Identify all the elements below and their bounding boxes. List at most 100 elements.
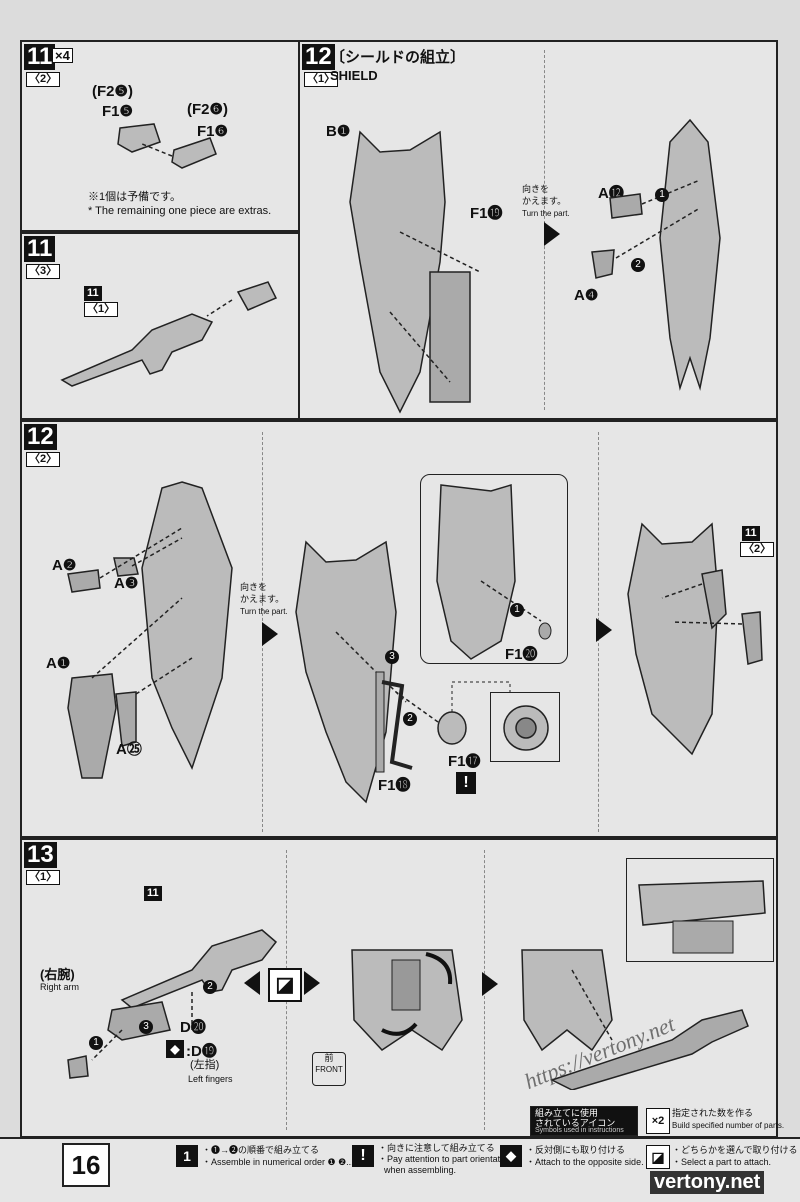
- part-label-f1-18: F1⓲: [378, 777, 411, 794]
- next-arrow-icon: [262, 622, 278, 646]
- part-label-d19: :D⓳: [186, 1043, 217, 1060]
- quantity-note-jp: 指定された数を作る: [672, 1108, 754, 1118]
- part-label-a2: A❷: [52, 557, 77, 574]
- right-arm-label-jp: (右腕): [40, 967, 75, 982]
- backpack-mount-drawing: [351, 949, 463, 1052]
- part-label-f1-5: F1❺: [102, 103, 133, 120]
- turn-note-jp-1: 向きを: [522, 184, 550, 194]
- peg-detail-drawing: [503, 705, 549, 751]
- legend-select-en: ・Select a part to attach.: [672, 1157, 772, 1167]
- reference-substep: 〈1〉: [84, 302, 119, 317]
- attention-icon: !: [456, 772, 476, 794]
- legend-order-jp: ・❶→❷の順番で組み立てる: [202, 1145, 320, 1155]
- next-arrow-icon: [482, 972, 498, 996]
- detail-callout: [626, 858, 774, 962]
- step-order-2-icon: 2: [403, 712, 417, 726]
- opposite-side-icon: ◆: [500, 1145, 522, 1167]
- note-jp: ※1個は予備です。: [88, 191, 182, 203]
- front-label-en: FRONT: [315, 1065, 343, 1074]
- legend-opposite-jp: ・反対側にも取り付ける: [526, 1145, 626, 1155]
- quantity-icon: ×2: [646, 1108, 670, 1134]
- part-label-f1-17: F1⓱: [448, 753, 481, 770]
- step-order-1-icon: 1: [655, 188, 669, 202]
- shield-front-drawing: [67, 481, 233, 779]
- page-number: 16: [62, 1143, 110, 1187]
- quantity-label: ×4: [52, 48, 73, 63]
- numbered-step-icon: 1: [176, 1145, 198, 1167]
- step-order-3-icon: 3: [139, 1020, 153, 1034]
- shield-assembled-drawing: [627, 522, 763, 756]
- step-order-1-icon: 1: [510, 603, 524, 617]
- detail-circle-callout: [490, 692, 560, 762]
- opposite-side-icon: ◆: [166, 1040, 184, 1058]
- next-arrow-icon: [596, 618, 612, 642]
- attention-icon: !: [352, 1145, 374, 1167]
- symbols-legend: 組み立てに使用 されているアイコン Symbols used in instru…: [530, 1106, 638, 1136]
- substep-label: 〈1〉: [304, 72, 339, 87]
- legend-orientation-jp: ・向きに注意して組み立てる: [378, 1143, 495, 1153]
- reference-step-number: 11: [742, 526, 760, 541]
- step-order-3-icon: 3: [385, 650, 399, 664]
- part-label-b1: B❶: [326, 123, 351, 140]
- reference-step-number: 11: [144, 886, 162, 901]
- substep-label: 〈2〉: [26, 72, 61, 87]
- shield-detail-drawing: [436, 484, 552, 660]
- substep-label: 〈1〉: [26, 870, 61, 885]
- step-13-1-panel: 13 〈1〉 11 (右腕) Right arm 1 2 3 D⓴ ◆ :D⓳ …: [20, 838, 784, 1138]
- legend-orientation-en-2: when assembling.: [384, 1165, 457, 1175]
- select-part-icon: ◪: [646, 1145, 670, 1169]
- rifle-detail-drawing: [638, 880, 766, 954]
- step-number: 11: [24, 44, 56, 70]
- hinge-parts-drawing: [381, 680, 511, 770]
- step-number: 11: [24, 236, 56, 262]
- quantity-note-en: Build specified number of parts.: [672, 1121, 785, 1130]
- part-drawing: [117, 123, 217, 169]
- symbols-label-en: Symbols used in instructions: [535, 1127, 624, 1134]
- part-label-f1-19: F1⓳: [470, 205, 503, 222]
- part-label-a1: A❶: [46, 655, 71, 672]
- part-label-f1-6: F1❻: [197, 123, 228, 140]
- turn-note-jp-2: かえます。: [522, 196, 567, 206]
- part-label-f1-20: F1⓴: [505, 646, 538, 663]
- select-part-icon: ◪: [268, 968, 302, 1002]
- part-label-a3: A❸: [114, 575, 139, 592]
- right-arm-label-en: Right arm: [40, 982, 80, 992]
- left-fingers-label-jp: (左指): [190, 1059, 220, 1071]
- front-indicator: 前 FRONT: [312, 1052, 346, 1086]
- step-11-3-panel: 11 〈3〉 11 〈1〉: [20, 232, 300, 420]
- part-label-f2-5: (F2❺): [92, 83, 133, 100]
- shield-back-drawing: [591, 118, 721, 391]
- step-number: 12: [24, 424, 57, 450]
- section-title-en: SHIELD: [330, 68, 378, 83]
- shield-drawing: [349, 130, 481, 414]
- part-label-f2-6: (F2❻): [187, 101, 228, 118]
- symbols-label-jp-2: されているアイコン: [535, 1118, 616, 1128]
- turn-note-en: Turn the part.: [522, 209, 570, 218]
- symbols-label-jp-1: 組み立てに使用: [535, 1108, 599, 1118]
- reference-step-number: 11: [84, 286, 102, 301]
- shield-back-drawing: [295, 540, 407, 804]
- turn-note-jp-2: かえます。: [240, 594, 285, 604]
- part-label-a25: A㉕: [116, 741, 142, 758]
- select-left-arrow-icon: [244, 971, 260, 995]
- turn-note-jp-1: 向きを: [240, 582, 268, 592]
- step-number: 12: [302, 44, 335, 70]
- footer-legend: 16 1 ・❶→❷の順番で組み立てる ・Assemble in numerica…: [0, 1137, 800, 1202]
- brand-logo: vertony.net: [650, 1171, 765, 1194]
- select-right-arrow-icon: [304, 971, 320, 995]
- step-order-1-icon: 1: [89, 1036, 103, 1050]
- step-12-1-panel: 12 〈1〉 〔シールドの組立〕 SHIELD B❶ F1⓳ 向きを かえます。…: [298, 40, 778, 420]
- detail-callout: 1 F1⓴: [420, 474, 568, 664]
- part-label-a4: A❹: [574, 287, 599, 304]
- step-12-2-panel: 12 〈2〉 A❷ A❸ A❶ A㉕ 向きを かえます。 Turn the pa…: [20, 420, 778, 838]
- part-label-d20: D⓴: [180, 1019, 206, 1036]
- section-title-jp: 〔シールドの組立〕: [330, 49, 466, 66]
- step-order-2-icon: 2: [631, 258, 645, 272]
- turn-note-en: Turn the part.: [240, 607, 288, 616]
- legend-select-jp: ・どちらかを選んで取り付ける: [672, 1145, 798, 1155]
- front-label-jp: 前: [324, 1053, 334, 1063]
- substep-label: 〈2〉: [26, 452, 61, 467]
- rifle-attach-drawing: [521, 949, 749, 1090]
- step-11-2-panel: 11 〈2〉 ×4 (F2❺) F1❺ (F2❻) F1❻ ※1個は予備です。 …: [20, 40, 300, 232]
